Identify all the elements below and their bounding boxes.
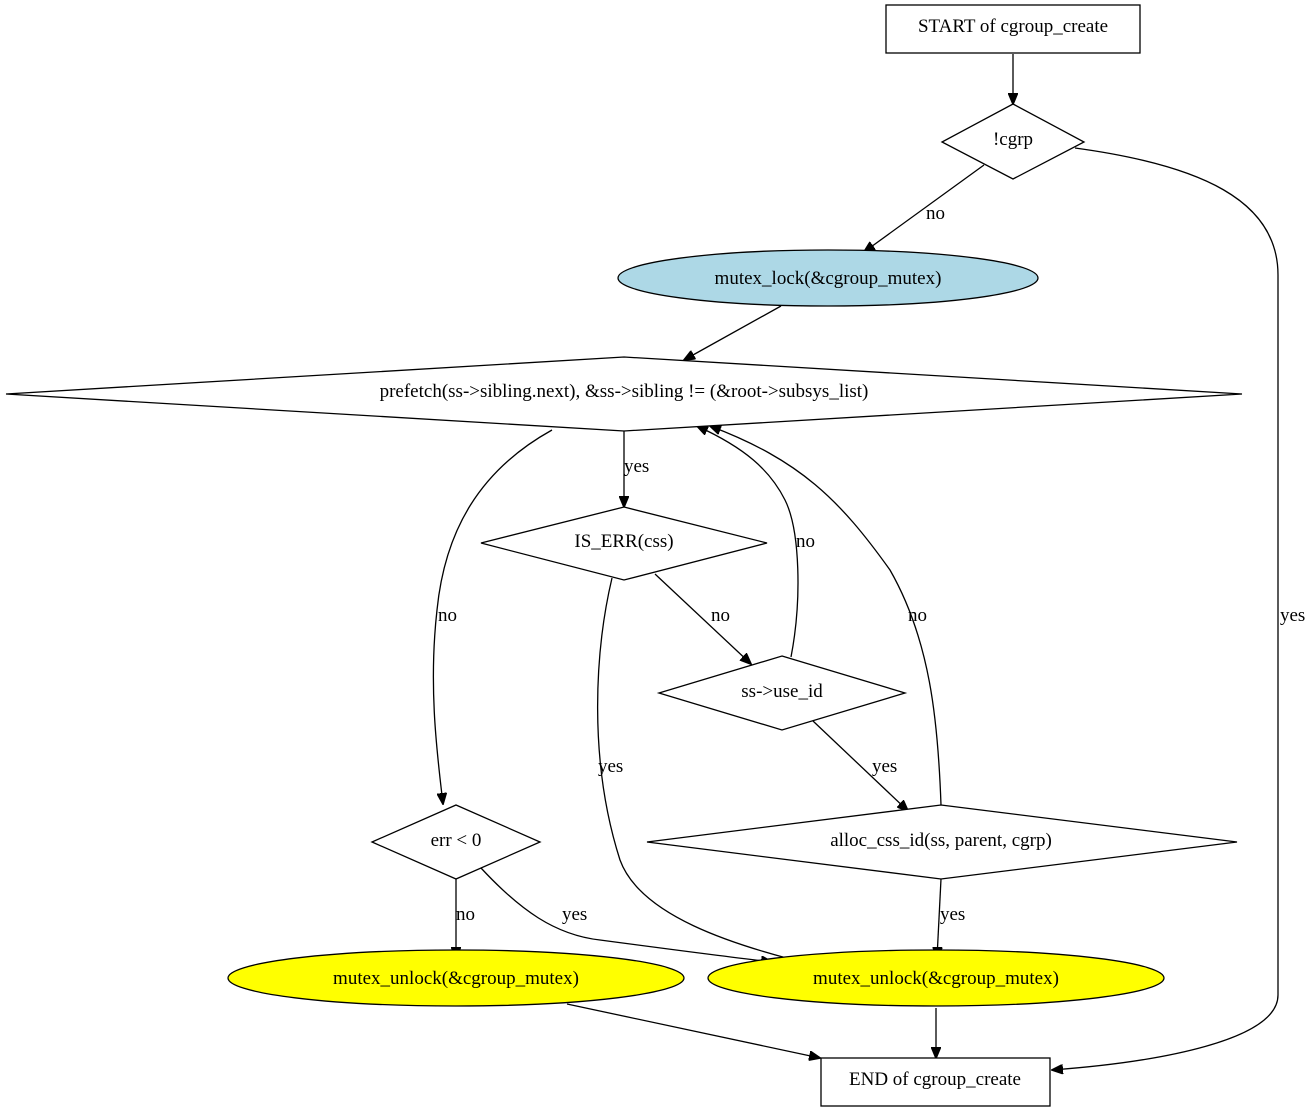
edge-alloc-to-prefetch — [710, 426, 942, 806]
cgrp-check-label: !cgrp — [993, 129, 1033, 150]
mutex-lock-node: mutex_lock(&cgroup_mutex) — [617, 249, 1039, 307]
edge-cgrp-check-to-end — [1052, 147, 1279, 1070]
edge-alloc-to-unlock-right — [937, 878, 941, 958]
edge-mutex-lock-to-prefetch — [684, 305, 782, 360]
edge-prefetch-to-err-check — [432, 429, 553, 804]
unlock-right-label: mutex_unlock(&cgroup_mutex) — [813, 968, 1059, 989]
start-box — [885, 4, 1141, 54]
edge-is-err-to-unlock-right — [596, 577, 818, 966]
unlock-right-ellipse — [707, 949, 1165, 1007]
start-node: START of cgroup_create — [885, 4, 1141, 54]
alloc-css-id-label: alloc_css_id(ss, parent, cgrp) — [830, 830, 1052, 851]
prefetch-loop-diamond — [5, 356, 1243, 432]
unlock-right-node: mutex_unlock(&cgroup_mutex) — [707, 949, 1165, 1007]
use-id-diamond — [656, 655, 908, 731]
end-box — [820, 1057, 1051, 1107]
err-check-diamond — [370, 804, 542, 880]
start-label: START of cgroup_create — [918, 16, 1108, 37]
cgrp-check-node: !cgrp — [940, 103, 1086, 180]
edge-cgrp-check-to-mutex-lock — [864, 164, 985, 252]
edge-label-no: no — [796, 531, 815, 552]
err-check-node: err < 0 — [370, 804, 542, 880]
edge-is-err-to-use-id — [654, 573, 751, 664]
mutex-lock-ellipse — [617, 249, 1039, 307]
edge-unlock-left-to-end — [566, 1003, 820, 1058]
edge-label-no: no — [711, 605, 730, 626]
err-check-label: err < 0 — [431, 830, 482, 851]
edge-err-check-to-unlock-right — [480, 867, 772, 962]
alloc-css-id-diamond — [646, 804, 1238, 880]
unlock-left-label: mutex_unlock(&cgroup_mutex) — [333, 968, 579, 989]
prefetch-loop-node: prefetch(ss->sibling.next), &ss->sibling… — [5, 356, 1243, 432]
unlock-left-node: mutex_unlock(&cgroup_mutex) — [227, 949, 685, 1007]
edges: no yes yes no no yes no yes no yes no — [432, 54, 1305, 1070]
edge-label-no: no — [908, 605, 927, 626]
alloc-css-id-node: alloc_css_id(ss, parent, cgrp) — [646, 804, 1238, 880]
edge-label-no: no — [456, 904, 475, 925]
use-id-label: ss->use_id — [741, 681, 823, 702]
is-err-node: IS_ERR(css) — [480, 506, 768, 581]
edge-use-id-to-prefetch — [697, 426, 799, 658]
end-label: END of cgroup_create — [849, 1069, 1021, 1090]
prefetch-loop-label: prefetch(ss->sibling.next), &ss->sibling… — [380, 381, 869, 402]
edge-label-yes: yes — [562, 904, 587, 925]
is-err-diamond — [480, 506, 768, 581]
unlock-left-ellipse — [227, 949, 685, 1007]
end-node: END of cgroup_create — [820, 1057, 1051, 1107]
mutex-lock-label: mutex_lock(&cgroup_mutex) — [715, 268, 942, 289]
edge-label-yes: yes — [598, 756, 623, 777]
edge-label-no: no — [438, 605, 457, 626]
nodes: START of cgroup_create !cgrp mutex_lock(… — [5, 4, 1243, 1107]
cgrp-check-diamond — [940, 103, 1086, 180]
edge-label-yes: yes — [940, 904, 965, 925]
edge-label-no: no — [926, 203, 945, 224]
is-err-label: IS_ERR(css) — [574, 531, 673, 552]
edge-label-yes: yes — [624, 456, 649, 477]
edge-label-yes: yes — [872, 756, 897, 777]
edge-label-yes: yes — [1280, 605, 1305, 626]
edge-use-id-to-alloc — [812, 720, 908, 811]
use-id-node: ss->use_id — [656, 655, 908, 731]
